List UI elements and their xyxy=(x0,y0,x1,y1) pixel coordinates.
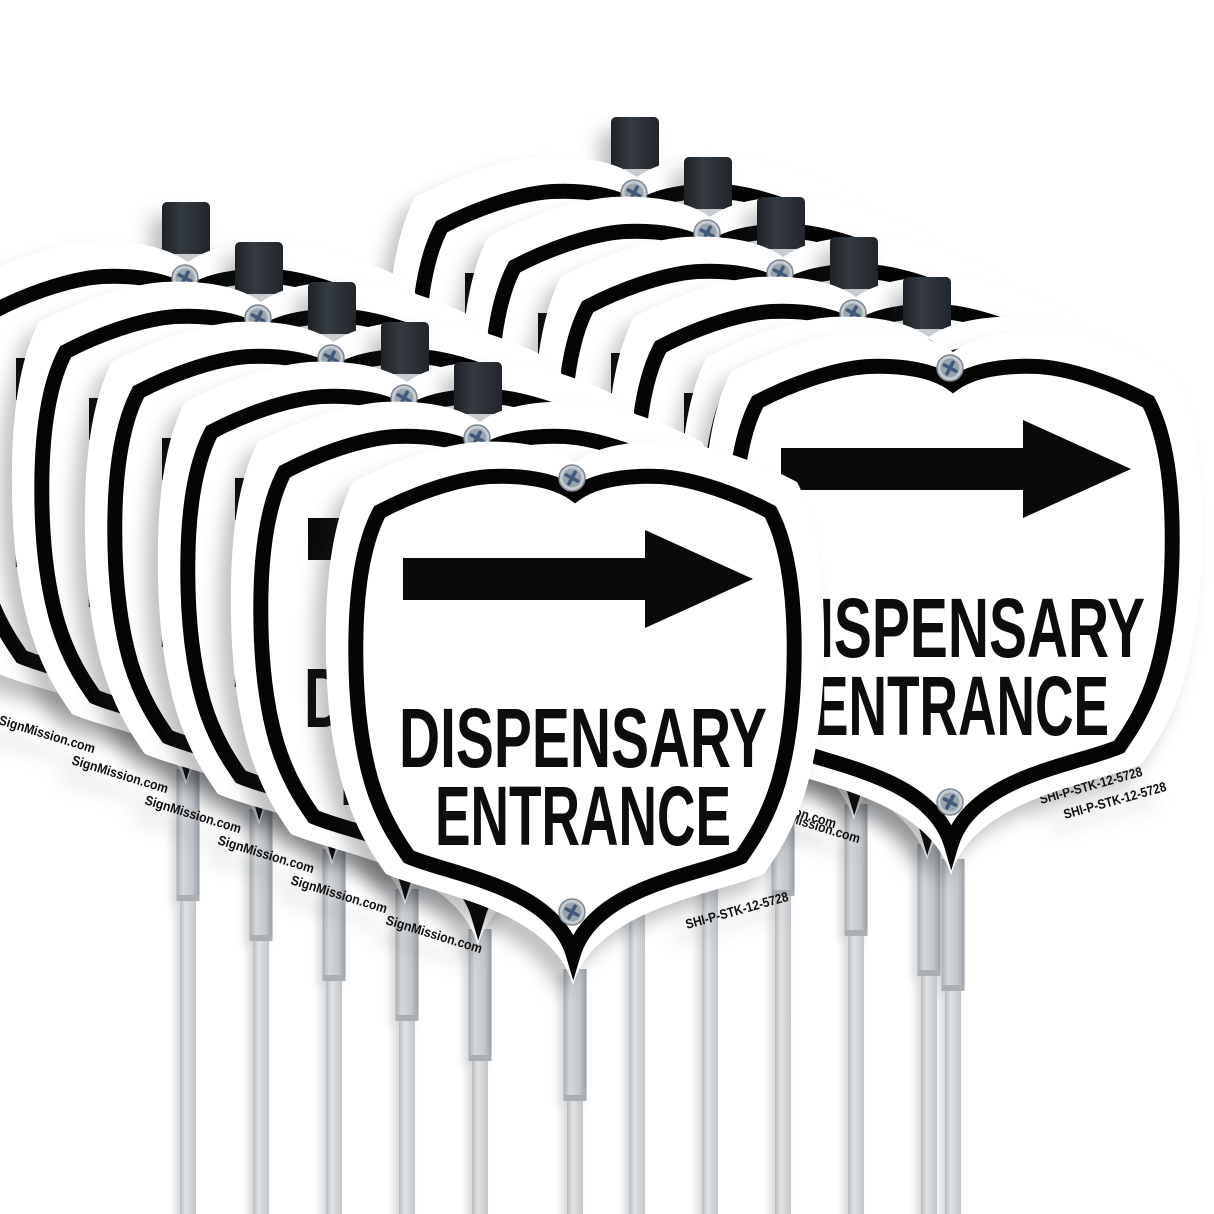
product-image: DISPENSARY ENTRANCE SignMission.com SHI-… xyxy=(0,117,1214,1214)
product-photo-canvas: DISPENSARY ENTRANCE SignMission.com SHI-… xyxy=(0,117,1214,1214)
